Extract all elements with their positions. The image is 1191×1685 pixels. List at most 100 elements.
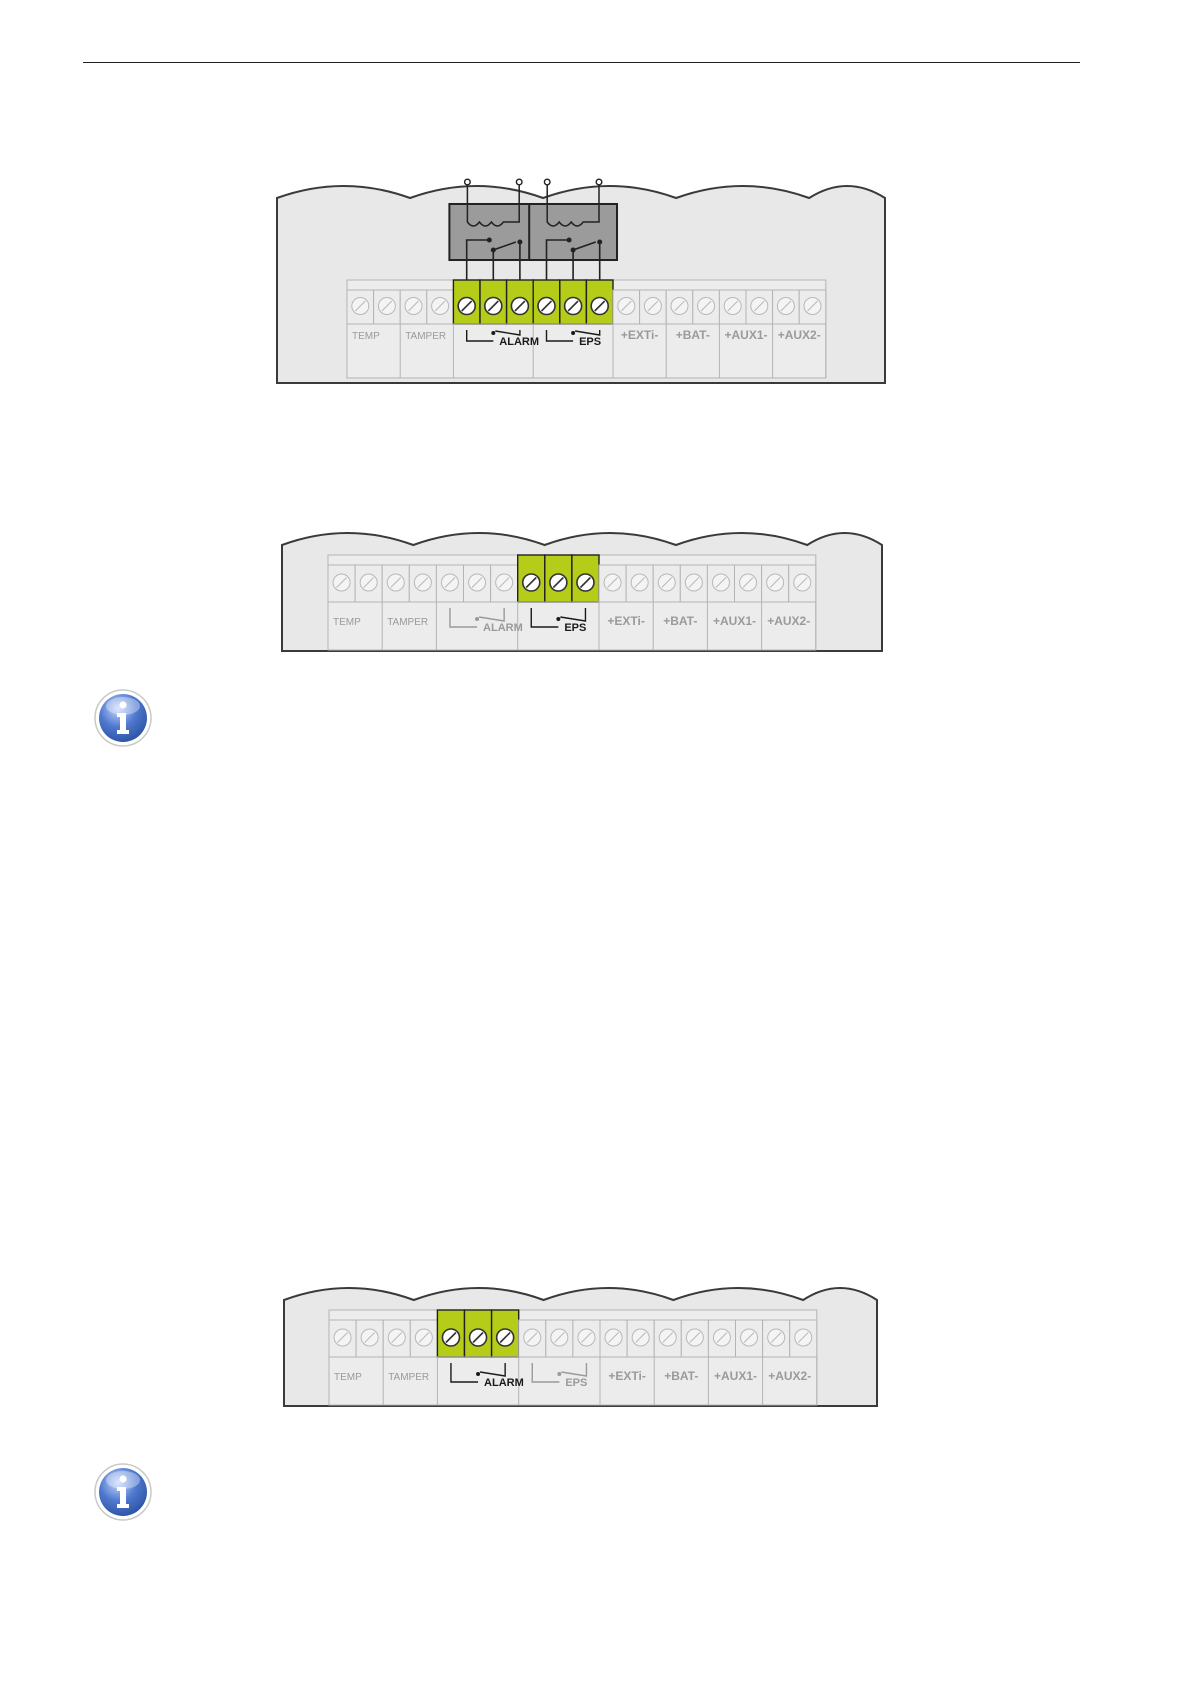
terminal (789, 565, 816, 602)
terminal (560, 280, 587, 324)
contact-dot (491, 331, 495, 335)
terminal-label-aux1: +AUX1- (724, 328, 767, 342)
terminal-diagram-alarm-eps-relays: TEMP TAMPER ALARM EPS +EXTi- +BAT- +AUX1- +AUX2… (275, 168, 887, 384)
terminal-label-aux2: +AUX2- (778, 328, 821, 342)
terminal (735, 565, 762, 602)
terminal (586, 280, 613, 324)
terminal (328, 565, 355, 602)
terminal (762, 565, 789, 602)
terminal (464, 565, 491, 602)
terminal (491, 565, 518, 602)
terminal-diagram-alarm: TEMP TAMPER ALARM EPS +EXTi- +BAT- +AUX1- +AUX2… (282, 1270, 879, 1407)
contact-dot (476, 1372, 480, 1376)
terminal (627, 1320, 654, 1357)
terminal (382, 565, 409, 602)
terminal-label-eps: EPS (579, 336, 601, 348)
contact-dot (475, 617, 479, 621)
contact-dot (571, 248, 576, 253)
terminal (654, 1320, 681, 1357)
terminal (545, 555, 572, 602)
terminal (409, 565, 436, 602)
terminal (681, 1320, 708, 1357)
terminal (465, 1310, 492, 1357)
terminal (736, 1320, 763, 1357)
terminal (680, 565, 707, 602)
terminal (693, 290, 720, 324)
terminal-label-aux2: +AUX2- (768, 1369, 811, 1383)
terminal (507, 280, 534, 324)
terminal-label-ext: +EXTi- (608, 1369, 645, 1383)
coil-terminal (544, 179, 550, 185)
terminal-label-eps: EPS (564, 622, 586, 634)
terminal-label-tamper: TAMPER (388, 1372, 429, 1383)
terminal (518, 555, 545, 602)
terminal-label-bat: +BAT- (663, 614, 697, 628)
terminal-label-aux1: +AUX1- (713, 614, 756, 628)
terminal (653, 565, 680, 602)
terminal (436, 565, 463, 602)
terminal (374, 290, 401, 324)
contact-dot (517, 240, 522, 245)
terminal (640, 290, 667, 324)
terminal (626, 565, 653, 602)
terminal (355, 565, 382, 602)
coil-terminal (596, 179, 602, 185)
terminal (453, 280, 480, 324)
contact-dot (556, 617, 560, 621)
terminal (708, 1320, 735, 1357)
contact-dot (487, 238, 492, 243)
terminal (707, 565, 734, 602)
terminal (383, 1320, 410, 1357)
terminal-label-bat: +BAT- (676, 328, 710, 342)
terminal-label-ext: +EXTi- (607, 614, 644, 628)
terminal (719, 290, 746, 324)
terminal (666, 290, 693, 324)
terminal (533, 280, 560, 324)
terminal-label-eps: EPS (565, 1377, 587, 1389)
info-icon (91, 1460, 155, 1524)
contact-dot (557, 1372, 561, 1376)
terminal (572, 555, 599, 602)
terminal-diagram-eps: TEMP TAMPER ALARM EPS +EXTi- +BAT- +AUX1- +AUX2… (280, 515, 884, 652)
terminal (437, 1310, 464, 1357)
terminal (427, 290, 454, 324)
page-header-rule (83, 62, 1080, 63)
terminal (600, 1320, 627, 1357)
terminal-label-temp: TEMP (334, 1372, 362, 1383)
contact-dot (491, 248, 496, 253)
terminal-label-temp: TEMP (352, 331, 380, 342)
info-icon-dot (119, 701, 126, 708)
contact-dot (597, 240, 602, 245)
terminal (329, 1320, 356, 1357)
terminal (573, 1320, 600, 1357)
terminal (599, 565, 626, 602)
terminal (400, 290, 427, 324)
terminal (519, 1320, 546, 1357)
terminal-label-alarm: ALARM (483, 622, 523, 634)
terminal (746, 290, 773, 324)
terminal-label-bat: +BAT- (664, 1369, 698, 1383)
terminal-label-aux2: +AUX2- (767, 614, 810, 628)
terminal-label-alarm: ALARM (484, 1377, 524, 1389)
coil-terminal (516, 179, 522, 185)
terminal-label-alarm: ALARM (499, 336, 539, 348)
terminal-label-ext: +EXTi- (621, 328, 658, 342)
terminal-label-temp: TEMP (333, 617, 361, 628)
terminal (799, 290, 826, 324)
terminal (410, 1320, 437, 1357)
terminal-label-aux1: +AUX1- (714, 1369, 757, 1383)
terminal-label-tamper: TAMPER (405, 331, 446, 342)
terminal (492, 1310, 519, 1357)
info-icon-dot (119, 1475, 126, 1482)
terminal (773, 290, 800, 324)
terminal-label-tamper: TAMPER (387, 617, 428, 628)
terminal (613, 290, 640, 324)
coil-terminal (465, 179, 471, 185)
terminal (480, 280, 507, 324)
terminal (763, 1320, 790, 1357)
contact-dot (567, 238, 572, 243)
contact-dot (571, 331, 575, 335)
info-icon (91, 686, 155, 750)
terminal (546, 1320, 573, 1357)
terminal (356, 1320, 383, 1357)
